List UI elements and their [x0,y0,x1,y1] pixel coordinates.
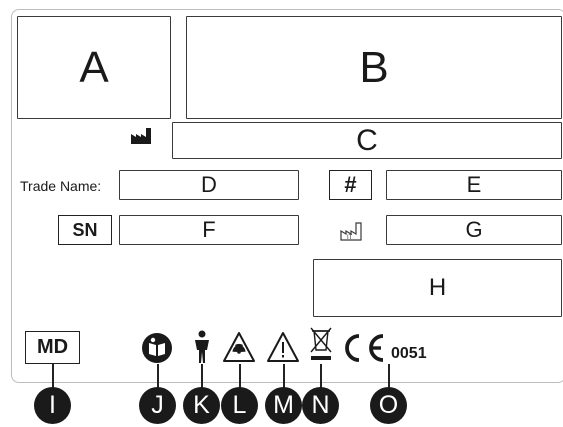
manufacturer-icon [131,128,151,144]
marker-l: L [221,387,258,424]
hash-label: # [344,172,357,197]
field-b: B [186,16,562,119]
consult-instructions-icon [142,333,172,363]
leader-l [239,364,241,388]
trade-name-label: Trade Name: [20,178,102,194]
field-a: A [17,16,171,119]
field-e: E [386,170,562,200]
leader-m [283,364,285,388]
date-of-manufacture-icon: IT [340,222,362,241]
field-e-letter: E [466,172,482,197]
field-c: C [172,122,562,159]
md-label: MD [36,336,69,358]
type-b-applied-part-icon [195,330,209,363]
field-f: F [119,215,299,245]
radiation-warning-icon [223,332,255,362]
field-h-letter: H [428,274,447,301]
marker-o: O [370,387,407,424]
sn-label: SN [72,219,98,240]
leader-j [157,364,159,388]
marker-m: M [265,387,302,424]
field-a-letter: A [79,42,109,92]
ce-mark-icon [345,334,384,362]
leader-o [388,364,390,388]
leader-k [201,364,203,388]
catalogue-number-symbol: # [329,170,372,200]
marker-k-letter: K [193,391,210,419]
field-f-letter: F [202,217,216,242]
field-g-letter: G [465,217,483,242]
marker-l-letter: L [232,391,247,419]
field-d: D [119,170,299,200]
caution-warning-icon [267,332,299,362]
marker-j-letter: J [151,391,164,419]
weee-bin-icon [310,327,332,360]
marker-o-letter: O [378,391,399,419]
marker-n-letter: N [311,391,330,419]
field-b-letter: B [359,42,389,92]
medical-device-symbol: MD [25,331,80,364]
field-c-letter: C [356,123,378,157]
field-h: H [313,259,562,317]
serial-number-symbol: SN [58,215,112,245]
field-g: G [386,215,562,245]
date-country-code: IT [347,235,353,241]
field-d-letter: D [201,172,217,197]
marker-i: I [34,387,71,424]
leader-n [320,364,322,388]
notified-body-number: 0051 [391,345,427,362]
device-label-card [11,9,563,383]
marker-k: K [183,387,220,424]
marker-m-letter: M [273,391,294,419]
marker-n: N [302,387,339,424]
marker-j: J [139,387,176,424]
leader-i [52,364,54,388]
marker-i-letter: I [49,391,56,419]
